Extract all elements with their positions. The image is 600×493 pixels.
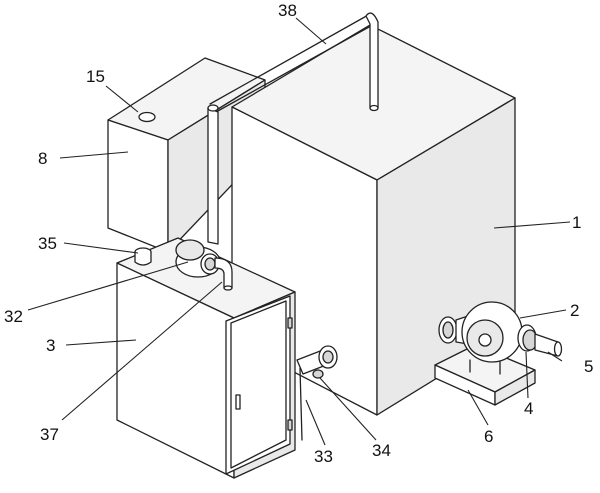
part-labels: 38 15 8 1 35 32 2 3 5 4 37 6 34 33 [4, 1, 593, 466]
inlet-15 [138, 111, 156, 123]
label-32: 32 [4, 307, 23, 326]
label-15: 15 [86, 67, 105, 86]
label-5: 5 [584, 357, 593, 376]
pump-32 [175, 239, 233, 291]
pipe-38-riser [207, 107, 219, 245]
label-2: 2 [570, 301, 579, 320]
label-34: 34 [372, 441, 391, 460]
cabinet-3 [116, 237, 296, 479]
base-6 [434, 344, 536, 406]
tank-8-front [107, 119, 169, 253]
door-handle [235, 394, 241, 410]
label-4: 4 [524, 399, 533, 418]
pump-2 [438, 301, 563, 375]
label-37: 37 [40, 425, 59, 444]
valve-34 [312, 369, 324, 379]
label-1: 1 [572, 213, 581, 232]
label-38: 38 [278, 1, 297, 20]
label-35: 35 [38, 234, 57, 253]
label-8: 8 [38, 149, 47, 168]
label-33: 33 [314, 447, 333, 466]
cabinet-door [225, 295, 291, 475]
label-3: 3 [46, 336, 55, 355]
label-6: 6 [484, 427, 493, 446]
base-side [494, 369, 536, 406]
outlet-33 [296, 345, 338, 441]
pipe-38 [207, 12, 379, 245]
leader-lines [27, 17, 571, 446]
